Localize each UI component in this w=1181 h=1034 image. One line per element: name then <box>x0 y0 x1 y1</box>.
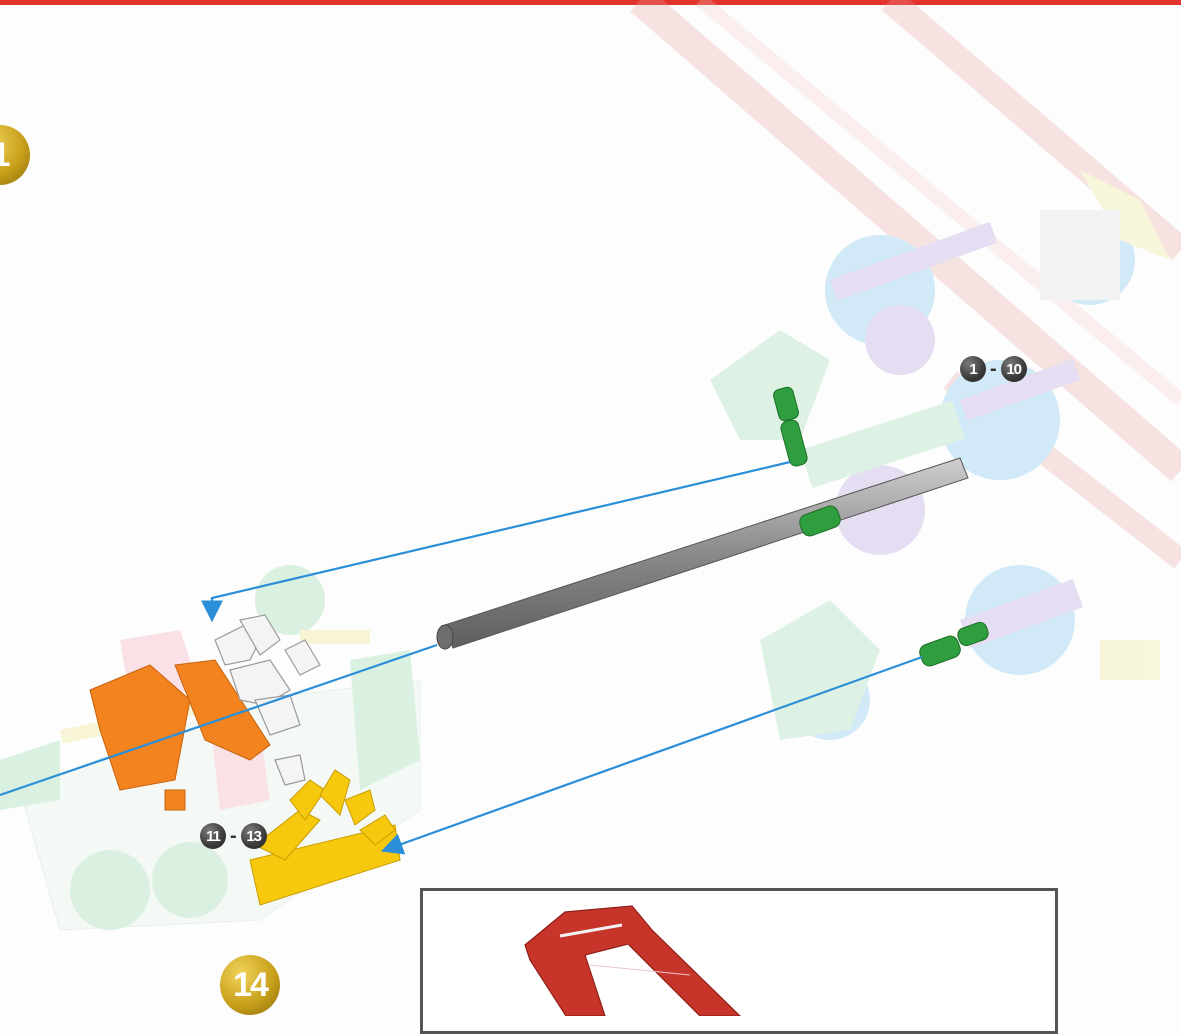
range-end-badge: 13 <box>241 823 267 849</box>
red-rod-frame-icon <box>525 906 740 1016</box>
range-end-badge: 10 <box>1001 356 1027 382</box>
part-range-label: 1 - 10 <box>960 356 1027 382</box>
range-start-badge: 1 <box>960 356 986 382</box>
range-start-badge: 11 <box>200 823 226 849</box>
step-number-badge: 14 <box>220 955 280 1015</box>
step-number: 14 <box>233 966 267 1005</box>
previous-step-number: 1 <box>0 136 8 175</box>
part-range-label-lower: 11 - 13 <box>200 823 267 849</box>
range-dash: - <box>230 826 237 846</box>
range-dash: - <box>990 359 997 379</box>
